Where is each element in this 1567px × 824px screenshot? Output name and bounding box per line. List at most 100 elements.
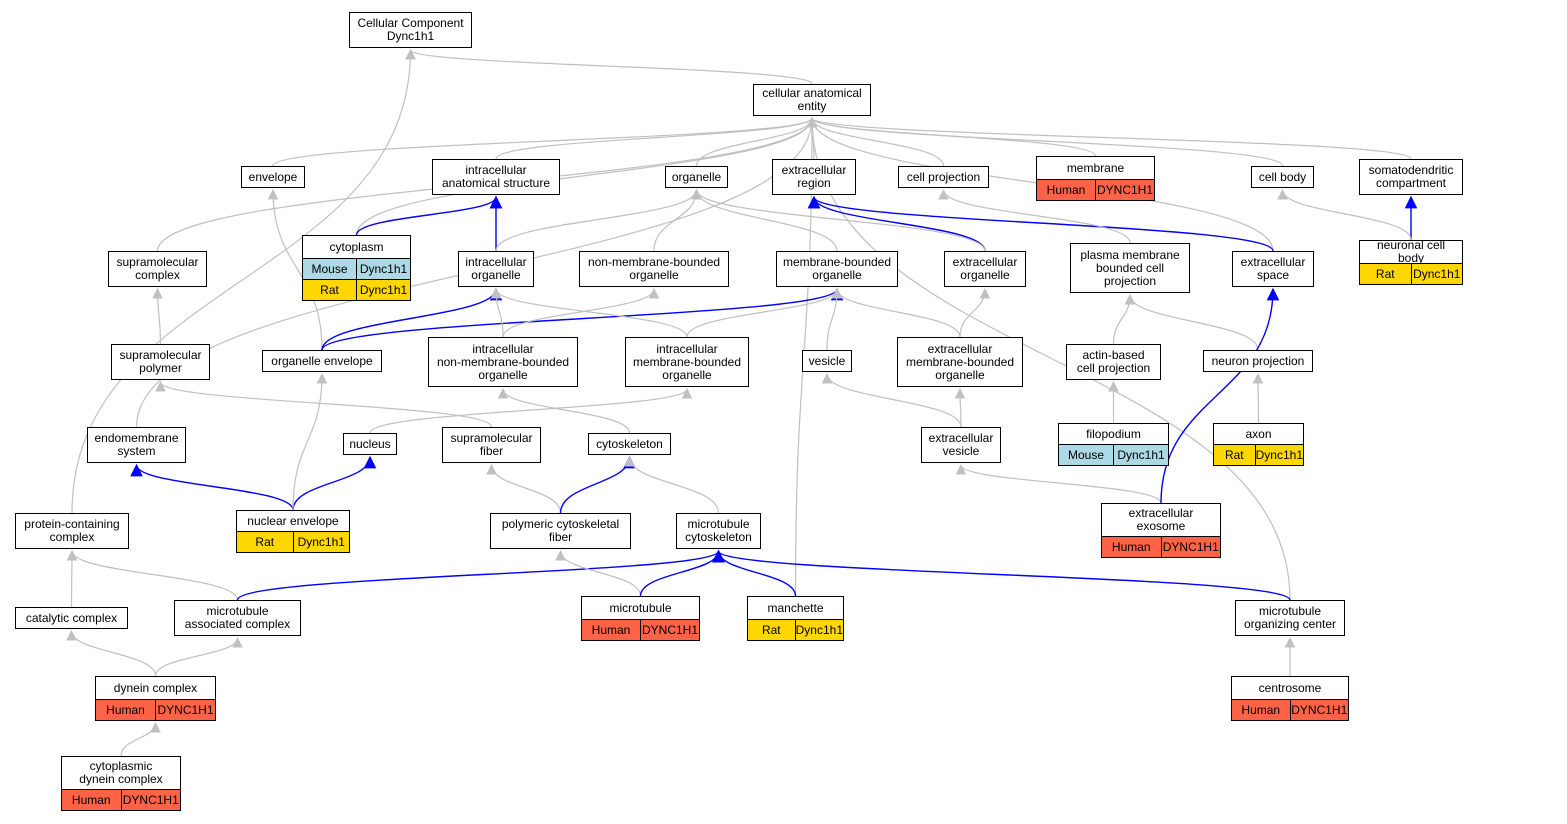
node-actin[interactable]: actin-based cell projection	[1066, 344, 1161, 380]
node-mtoc[interactable]: microtubule organizing center	[1235, 600, 1345, 636]
node-label: cytoplasmic dynein complex	[79, 759, 163, 786]
node-pmbcp[interactable]: plasma membrane bounded cell projection	[1070, 243, 1190, 293]
edge-embo-to-ecorg	[959, 287, 991, 338]
edge-supfiber-to-suppoly	[155, 380, 493, 428]
edge-ias-to-cae	[495, 116, 818, 160]
node-somato[interactable]: somatodendritic compartment	[1359, 159, 1463, 195]
node-label: microtubule cytoskeleton	[685, 517, 752, 544]
edge-ecves-to-embo	[954, 387, 966, 428]
node-ecspace[interactable]: extracellular space	[1232, 251, 1314, 287]
node-mac[interactable]: microtubule associated complex	[174, 600, 301, 636]
node-endomem[interactable]: endomembrane system	[87, 427, 186, 463]
species-name: Rat	[237, 532, 293, 552]
node-cellbody[interactable]: cell body	[1251, 166, 1314, 188]
gene-symbol: Dync1h1	[356, 280, 410, 300]
node-label: centrosome	[1258, 680, 1322, 695]
node-ecr[interactable]: extracellular region	[772, 159, 856, 195]
species-name: Mouse	[303, 259, 356, 279]
node-label: intracellular non-membrane-bounded organ…	[436, 341, 570, 382]
node-label: cytoplasm	[329, 239, 384, 254]
edge-nucenv-to-nucleus	[292, 455, 377, 511]
species-name: Human	[1232, 700, 1290, 720]
node-ias[interactable]: intracellular anatomical structure	[432, 159, 560, 195]
node-supfiber[interactable]: supramolecular fiber	[442, 427, 541, 463]
species-name: Rat	[1360, 264, 1411, 284]
node-ecorg[interactable]: extracellular organelle	[944, 251, 1026, 287]
edge-ecspace-to-ecr	[807, 195, 1274, 252]
gene-symbol: Dync1h1	[1254, 445, 1303, 465]
node-neuproj[interactable]: neuron projection	[1203, 350, 1313, 372]
node-label: neuron projection	[1211, 353, 1305, 368]
node-envelope[interactable]: envelope	[241, 166, 305, 188]
edge-mtoc-to-cae	[806, 116, 1291, 601]
node-membbound[interactable]: membrane-bounded organelle	[776, 251, 898, 287]
node-cae[interactable]: cellular anatomical entity	[753, 84, 871, 116]
gene-symbol: DYNC1H1	[1160, 537, 1220, 557]
node-inmbo[interactable]: intracellular non-membrane-bounded organ…	[428, 337, 578, 387]
node-supcomplex[interactable]: supramolecular complex	[108, 251, 207, 287]
edge-cytoskel-to-inmbo	[497, 387, 631, 434]
node-ecves[interactable]: extracellular vesicle	[921, 427, 1001, 463]
edge-catcomp-to-pcc	[66, 549, 78, 608]
node-vesicle[interactable]: vesicle	[802, 350, 852, 372]
node-pcc[interactable]: protein-containing complex	[15, 513, 129, 549]
node-nonmem[interactable]: non-membrane-bounded organelle	[579, 251, 729, 287]
node-embo[interactable]: extracellular membrane-bounded organelle	[897, 337, 1023, 387]
species-name: Rat	[748, 620, 795, 640]
node-intorg[interactable]: intracellular organelle	[458, 251, 534, 287]
node-cellproj[interactable]: cell projection	[898, 166, 989, 188]
node-label: extracellular exosome	[1128, 506, 1194, 533]
node-label: microtubule	[609, 600, 672, 615]
edge-dynein-to-mac	[154, 636, 243, 677]
edge-cytoplasm-to-ias	[355, 195, 503, 236]
edge-orgenv-to-membbound	[321, 287, 844, 351]
node-label: envelope	[248, 169, 298, 184]
node-imbo[interactable]: intracellular membrane-bounded organelle	[625, 337, 749, 387]
node-label: cell projection	[906, 169, 981, 184]
node-label: extracellular region	[781, 163, 847, 190]
node-orgenv[interactable]: organelle envelope	[262, 350, 382, 372]
edge-imbo-to-membbound	[686, 287, 843, 338]
edge-exo-to-ecspace	[1160, 287, 1280, 504]
edge-mtoc-to-mtcyto	[712, 549, 1291, 601]
node-label: cellular anatomical entity	[762, 86, 862, 113]
node-label: non-membrane-bounded organelle	[587, 255, 721, 282]
edge-cdc-to-dynein	[120, 721, 161, 757]
node-label: supramolecular complex	[116, 255, 199, 282]
node-root[interactable]: Cellular Component Dync1h1	[349, 12, 472, 48]
edge-ncb-to-cellbody	[1277, 188, 1412, 241]
edge-pcf-to-cytoskel	[559, 455, 636, 514]
node-pcf[interactable]: polymeric cytoskeletal fiber	[490, 513, 631, 549]
node-label: extracellular membrane-bounded organelle	[905, 341, 1015, 382]
node-mtcyto[interactable]: microtubule cytoskeleton	[676, 513, 761, 549]
node-catcomp[interactable]: catalytic complex	[15, 607, 128, 629]
node-nucleus[interactable]: nucleus	[343, 433, 397, 455]
node-cytoskel[interactable]: cytoskeleton	[588, 433, 671, 455]
edge-imbo-to-intorg	[490, 287, 688, 338]
node-label: intracellular organelle	[465, 255, 527, 282]
edge-axon-to-neuproj	[1252, 372, 1264, 424]
node-organelle[interactable]: organelle	[665, 166, 728, 188]
node-label: supramolecular polymer	[119, 348, 202, 375]
edge-mac-to-pcc	[66, 549, 239, 601]
node-suppoly[interactable]: supramolecular polymer	[111, 344, 210, 380]
